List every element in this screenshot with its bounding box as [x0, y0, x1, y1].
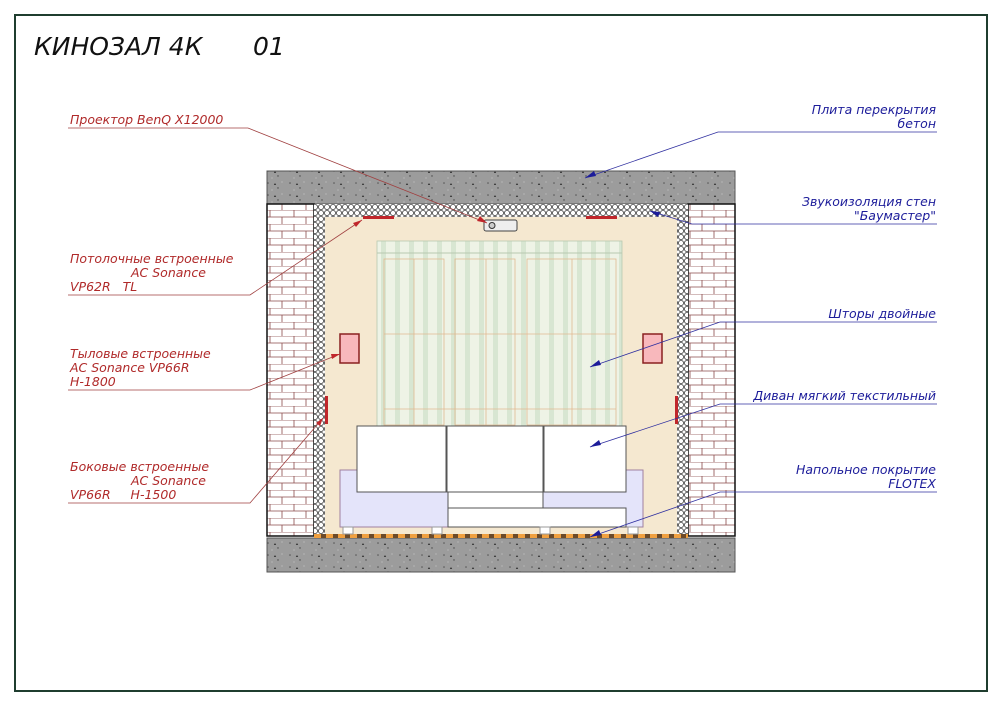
title-number: 01	[253, 32, 285, 61]
label-ceiling-speakers: Потолочные встроенные AC Sonance VP62R T…	[70, 251, 234, 294]
label-line: VP62R TL	[70, 279, 137, 294]
label-rear-speakers: Тыловые встроенные AC Sonance VP66R H-18…	[69, 346, 211, 389]
side-speaker-right	[675, 396, 678, 424]
left-brick-wall	[266, 203, 315, 537]
right-arrowheads	[585, 171, 660, 537]
right-wall-insulation	[677, 217, 688, 536]
floor-covering	[314, 534, 688, 538]
right-labels: Плита перекрытия бетон Звукоизоляция сте…	[752, 102, 936, 491]
label-line: Тыловые встроенные	[70, 346, 211, 361]
leader-ceiling-speakers	[68, 219, 363, 296]
label-line: AC Sonance	[130, 473, 206, 488]
right-leaders	[584, 131, 937, 538]
ceiling-slab	[266, 170, 736, 205]
side-speaker-left	[325, 396, 328, 424]
label-projector: Проектор BenQ X12000	[70, 112, 223, 127]
label-line: Боковые встроенные	[70, 459, 209, 474]
sofa	[339, 425, 644, 535]
floor-slab	[266, 537, 736, 573]
rear-speaker-left	[339, 333, 360, 364]
label-slab-line: Плита перекрытия	[812, 102, 937, 117]
label-insulation-line: "Баумастер"	[854, 208, 936, 223]
ceiling-speaker-left	[363, 216, 394, 219]
leader-side-speakers	[68, 417, 324, 504]
ceiling-speaker-right	[586, 216, 617, 219]
label-floor-line: FLOTEX	[888, 476, 936, 491]
room-section	[266, 170, 736, 573]
leader-projector	[68, 127, 488, 224]
right-brick-wall	[687, 203, 736, 537]
sheet-frame	[14, 14, 988, 692]
label-line: Потолочные встроенные	[70, 251, 234, 266]
label-insulation-line: Звукоизоляция стен	[802, 194, 936, 209]
label-side-speakers: Боковые встроенные AC Sonance VP66R H-15…	[70, 459, 209, 502]
label-line: AC Sonance VP66R	[69, 360, 190, 375]
curtains	[376, 240, 623, 427]
left-arrowheads	[316, 216, 487, 426]
sheet-title: КИНОЗАЛ 4К 01	[34, 32, 285, 61]
leader-rear-speakers	[68, 353, 341, 391]
rear-speaker-right	[642, 333, 663, 364]
label-curtains: Шторы двойные	[828, 306, 936, 321]
label-line: VP66R H-1500	[70, 487, 176, 502]
left-leaders	[68, 127, 488, 504]
label-sofa: Диван мягкий текстильный	[752, 388, 936, 403]
title-name: КИНОЗАЛ 4К	[34, 32, 204, 61]
label-line: H-1800	[70, 374, 116, 389]
label-slab-line: бетон	[897, 116, 936, 131]
projector	[483, 219, 518, 232]
label-line: Проектор BenQ X12000	[70, 112, 223, 127]
label-floor-line: Напольное покрытие	[796, 462, 936, 477]
label-line: AC Sonance	[130, 265, 206, 280]
left-wall-insulation	[314, 217, 325, 536]
ceiling-insulation	[314, 204, 688, 217]
